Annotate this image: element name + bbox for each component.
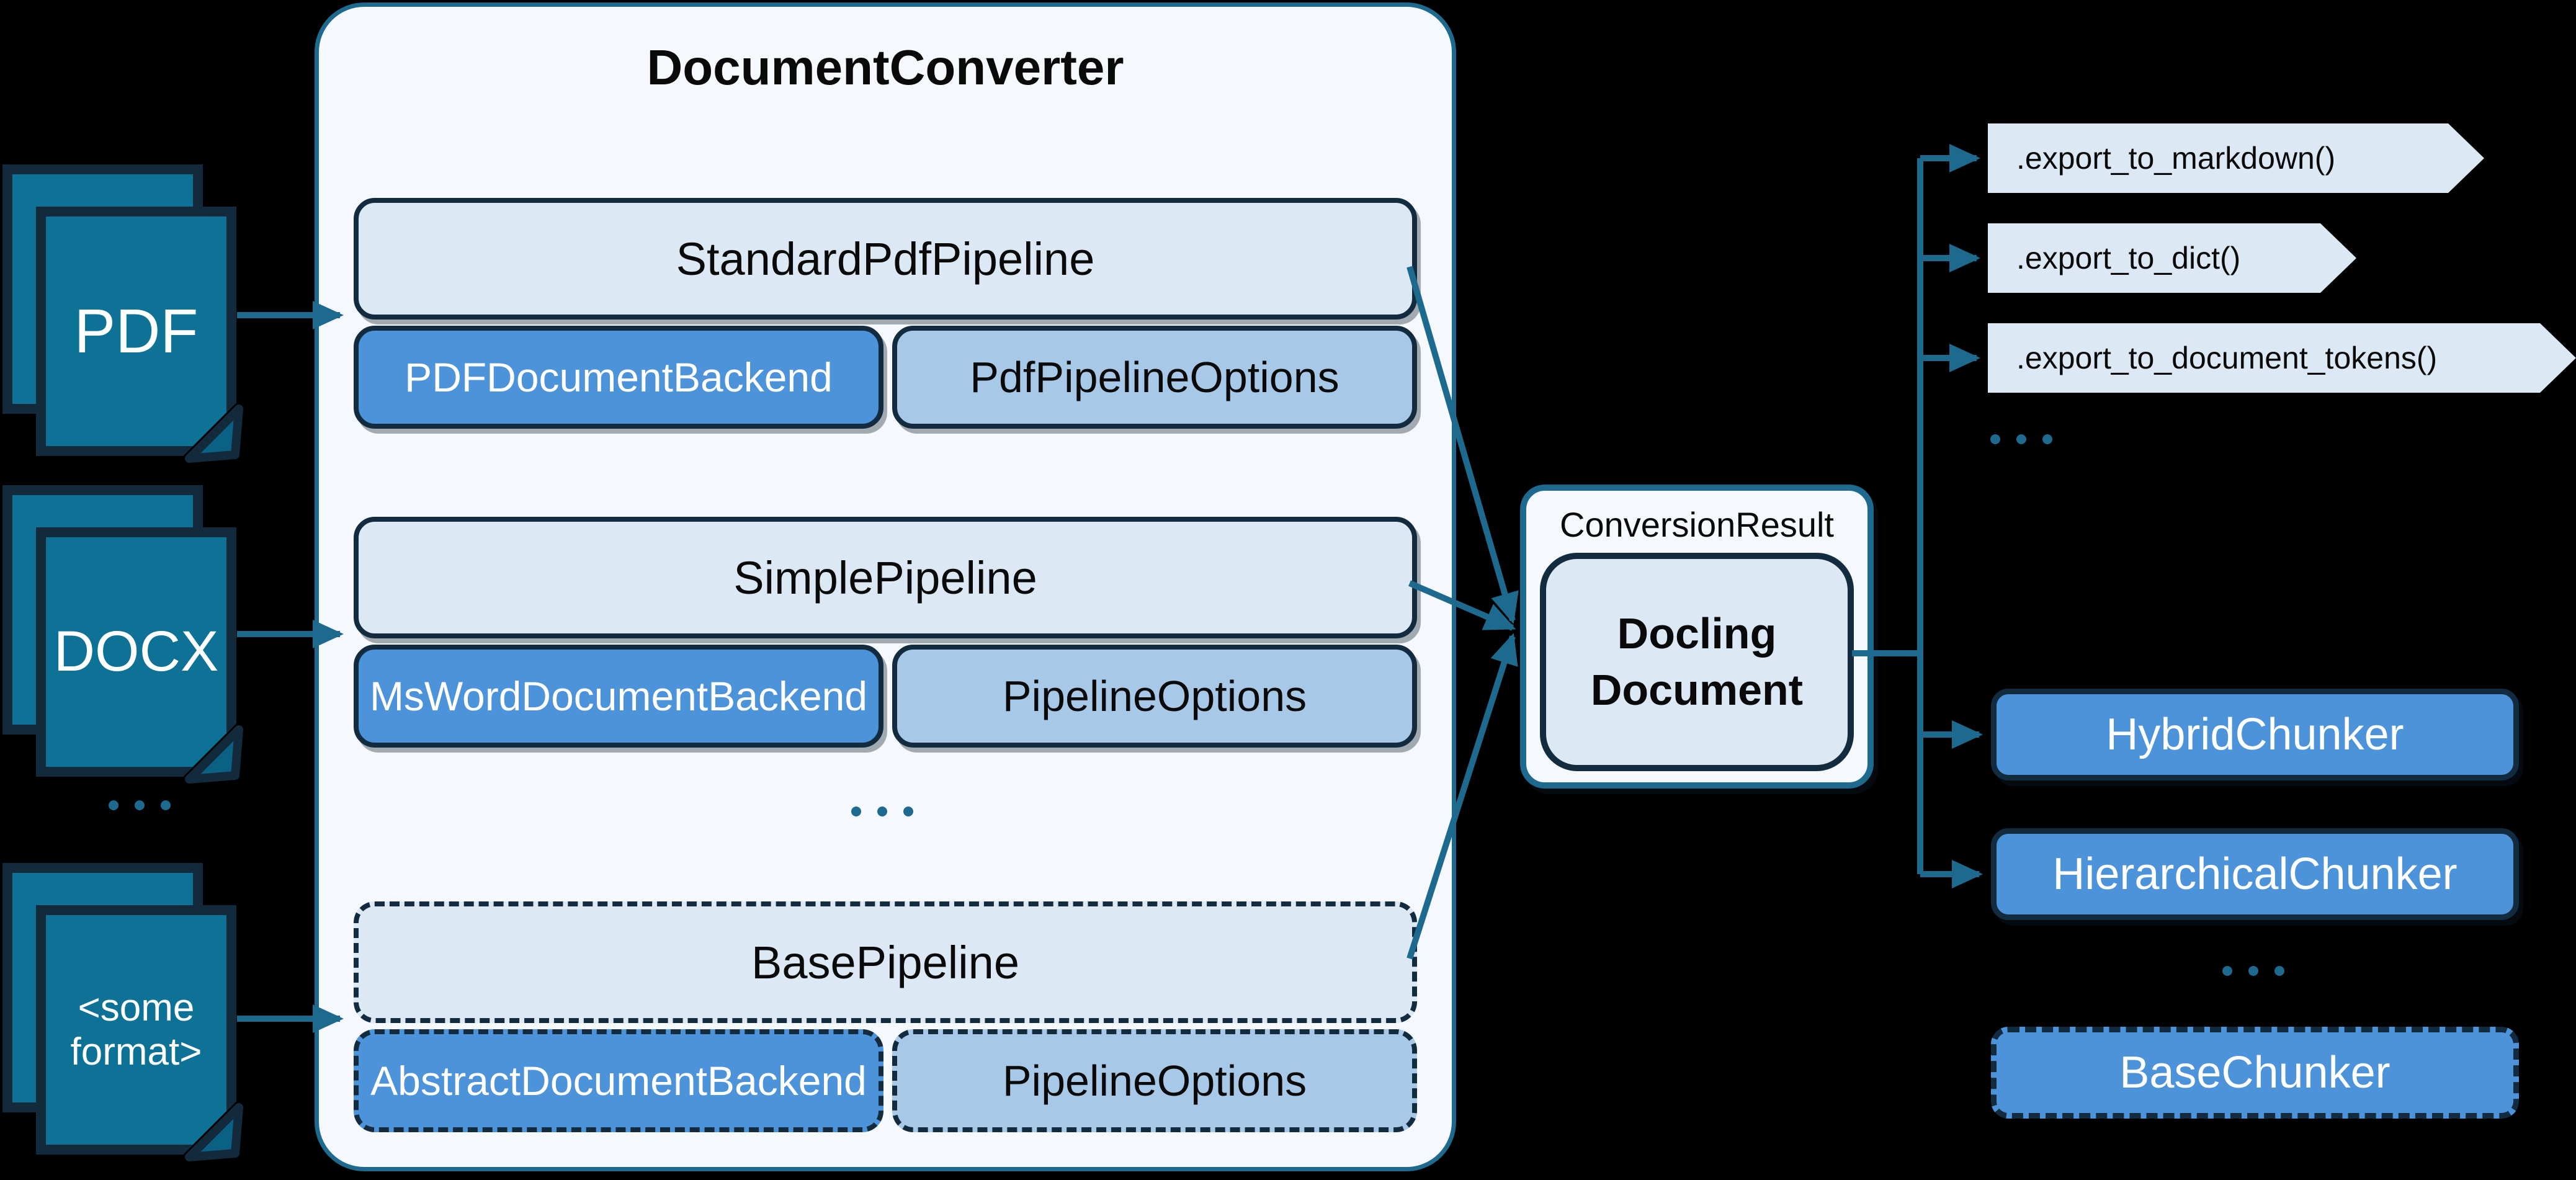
pdf-pipeline-options-box: PdfPipelineOptions xyxy=(892,326,1417,429)
base-pipeline-label: BasePipeline xyxy=(751,936,1019,988)
chunkers-ellipsis xyxy=(2222,966,2284,976)
pipeline-group-base: BasePipeline AbstractDocumentBackend Pip… xyxy=(354,901,1417,1132)
pipeline-group-simple: SimplePipeline MsWordDocumentBackend Pip… xyxy=(354,517,1417,748)
base-pipeline-options-box: PipelineOptions xyxy=(892,1029,1417,1132)
conversion-result-label: ConversionResult xyxy=(1560,505,1834,544)
docling-document-label: Docling Document xyxy=(1590,609,1804,714)
pdf-source-icon: PDF xyxy=(2,164,243,463)
document-converter-title: DocumentConverter xyxy=(646,40,1124,95)
some-format-source-icon: <some format> xyxy=(2,863,243,1161)
exports-ellipsis xyxy=(1990,434,2052,444)
hybrid-chunker-box: HybridChunker xyxy=(1991,689,2519,780)
sources-ellipsis xyxy=(109,800,171,810)
pdf-source-label: PDF xyxy=(74,296,199,366)
docling-document-box: Docling Document xyxy=(1540,553,1854,771)
pdf-folded-corner-icon xyxy=(185,405,243,463)
export-to-dict-tag: .export_to_dict() xyxy=(1988,223,2356,293)
pdf-document-backend-box: PDFDocumentBackend xyxy=(354,326,883,429)
pipeline-group-standard-pdf: StandardPdfPipeline PDFDocumentBackend P… xyxy=(354,198,1417,429)
export-to-markdown-tag: .export_to_markdown() xyxy=(1988,123,2484,193)
docx-source-label: DOCX xyxy=(53,620,219,684)
docx-source-icon: DOCX xyxy=(2,485,243,784)
base-chunker-box: BaseChunker xyxy=(1991,1027,2519,1119)
base-pipeline-row: AbstractDocumentBackend PipelineOptions xyxy=(354,1029,1417,1132)
hierarchical-chunker-box: HierarchicalChunker xyxy=(1991,828,2519,920)
pipelines-ellipsis xyxy=(851,807,913,816)
some-format-folded-corner-icon xyxy=(185,1103,243,1161)
base-pipeline-box: BasePipeline xyxy=(354,901,1417,1023)
standard-pdf-pipeline-box: StandardPdfPipeline xyxy=(354,198,1417,320)
export-to-document-tokens-tag: .export_to_document_tokens() xyxy=(1988,323,2576,393)
docx-front-page-icon: DOCX xyxy=(36,527,236,777)
standard-pdf-pipeline-row: PDFDocumentBackend PdfPipelineOptions xyxy=(354,326,1417,429)
pipeline-options-box: PipelineOptions xyxy=(892,645,1417,748)
abstract-document-backend-box: AbstractDocumentBackend xyxy=(354,1029,883,1132)
simple-pipeline-label: SimplePipeline xyxy=(733,552,1037,604)
msword-document-backend-box: MsWordDocumentBackend xyxy=(354,645,883,748)
simple-pipeline-row: MsWordDocumentBackend PipelineOptions xyxy=(354,645,1417,748)
standard-pdf-pipeline-label: StandardPdfPipeline xyxy=(676,233,1095,285)
some-format-front-page-icon: <some format> xyxy=(36,905,236,1155)
docx-folded-corner-icon xyxy=(185,725,243,784)
simple-pipeline-box: SimplePipeline xyxy=(354,517,1417,638)
conversion-result-box: ConversionResult Docling Document xyxy=(1520,485,1874,789)
some-format-source-label: <some format> xyxy=(70,986,202,1073)
document-converter-container: DocumentConverter StandardPdfPipeline PD… xyxy=(315,2,1456,1171)
